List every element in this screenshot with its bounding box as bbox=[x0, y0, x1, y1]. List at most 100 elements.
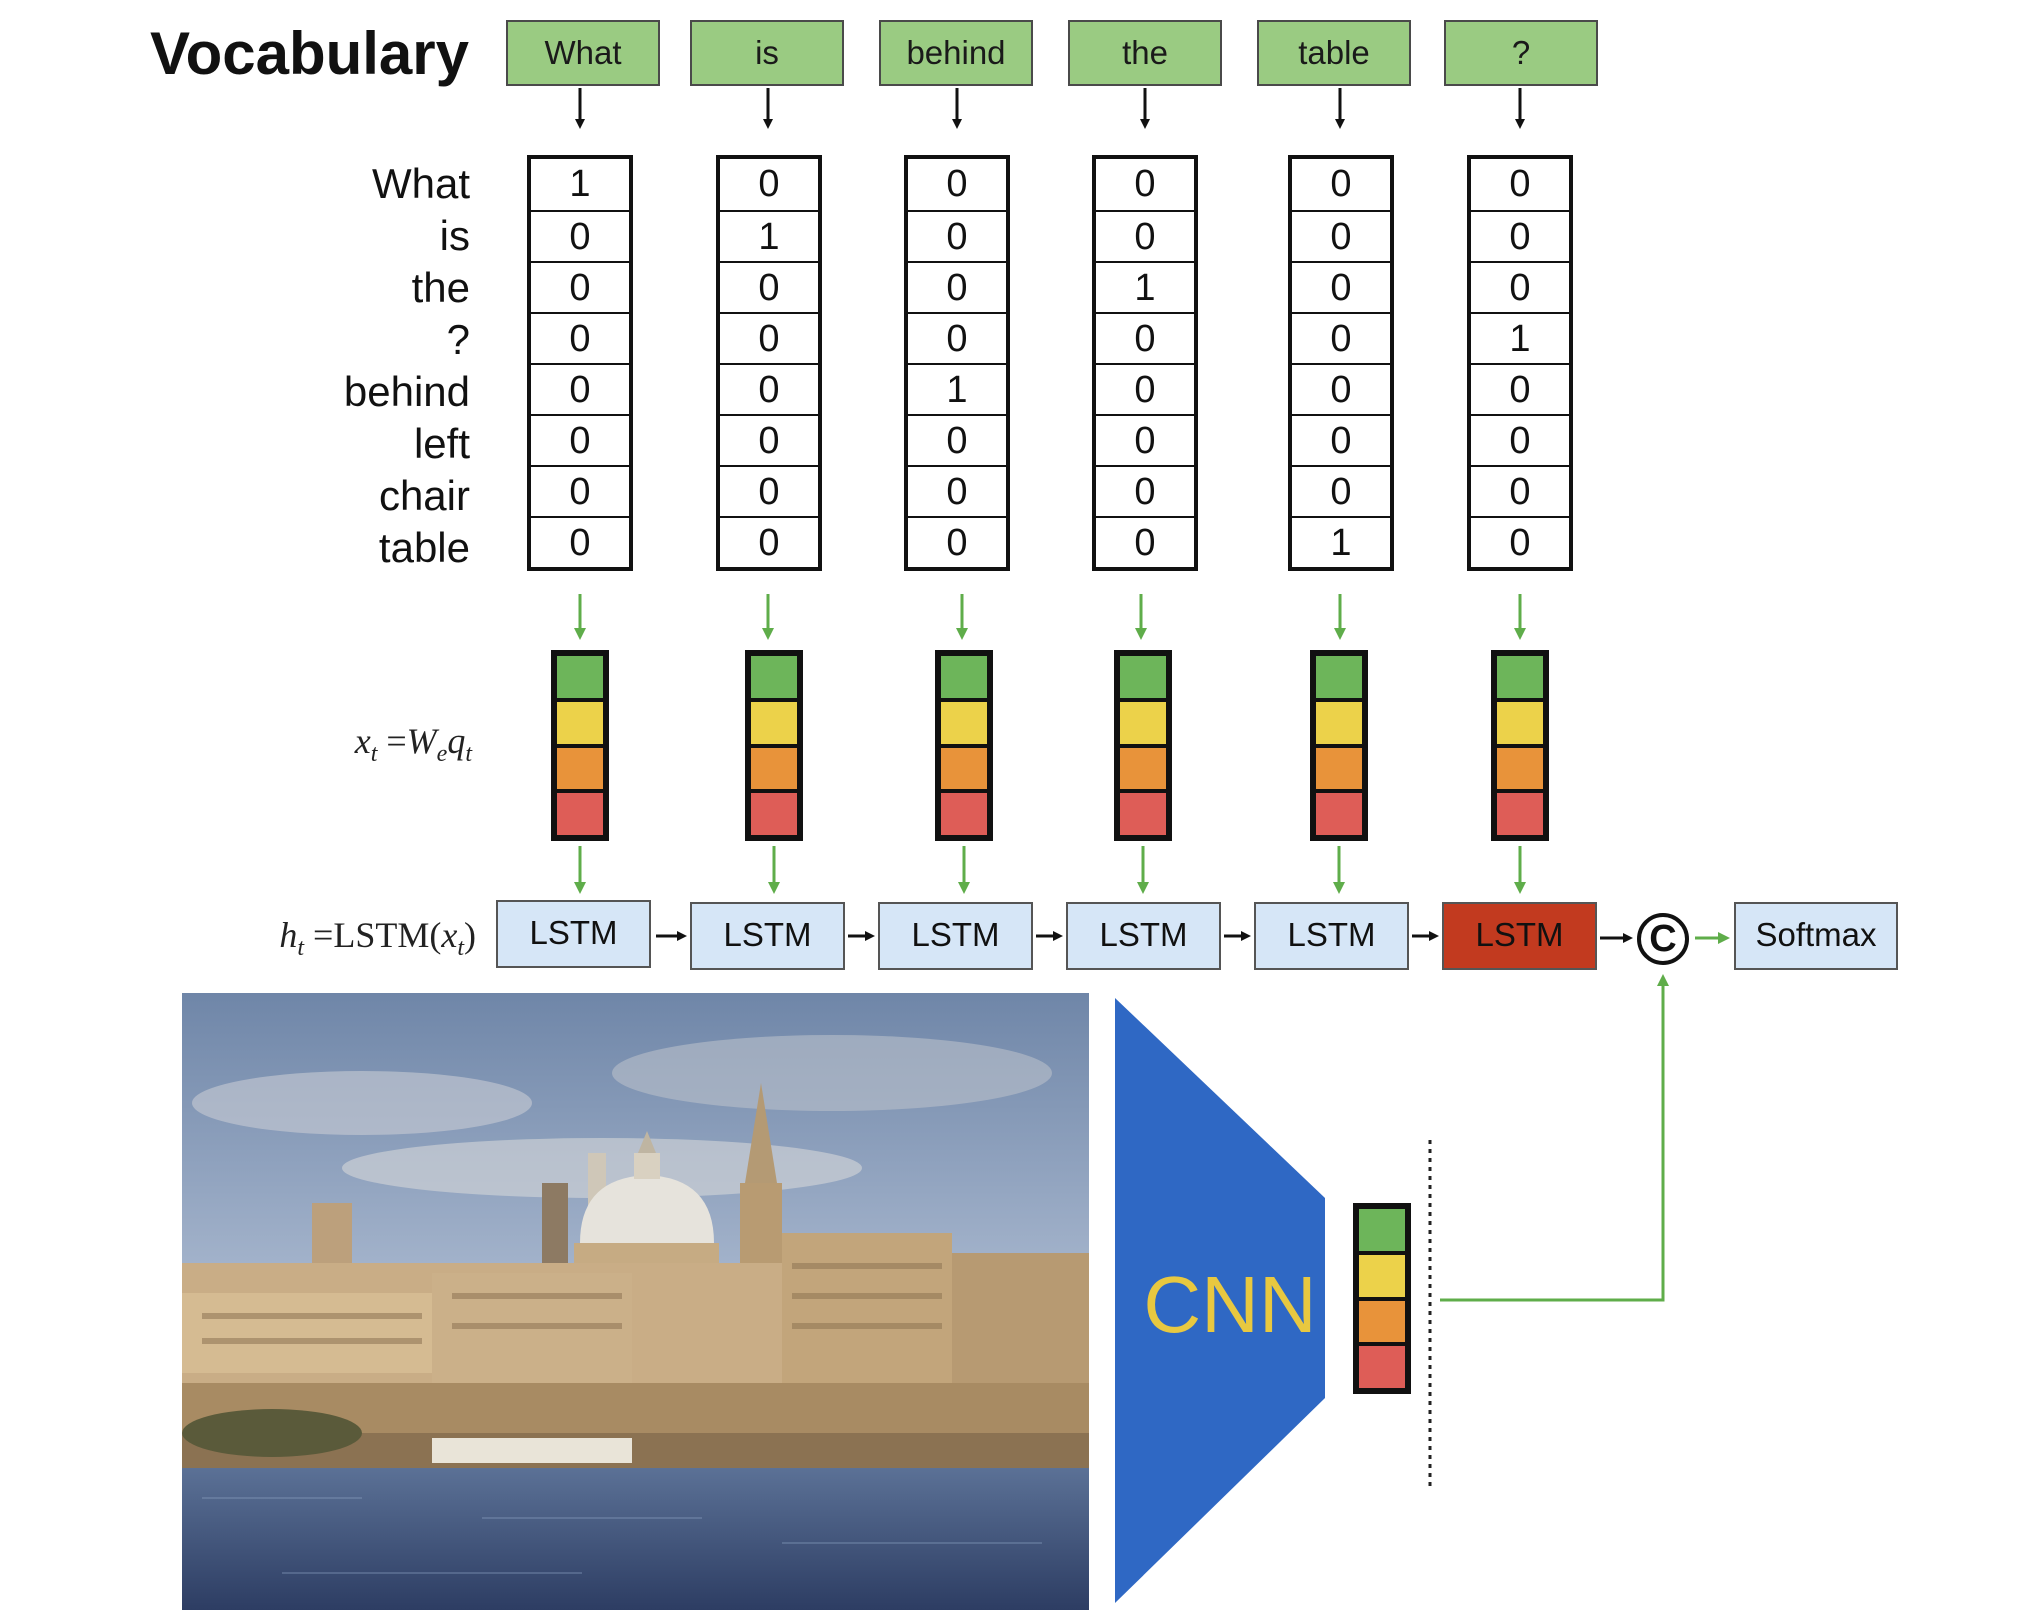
question-word-box: table bbox=[1257, 20, 1411, 86]
embedding-segment bbox=[941, 793, 987, 835]
embedding-segment bbox=[1316, 701, 1362, 744]
embedding-formula: xt =Weqt bbox=[354, 721, 472, 768]
one-hot-cell: 0 bbox=[720, 363, 818, 414]
lstm-formula: ht =LSTM(xt) bbox=[279, 915, 476, 962]
embedding-vector bbox=[1114, 650, 1172, 841]
lstm-cell: LSTM bbox=[690, 902, 845, 970]
embedding-vector bbox=[745, 650, 803, 841]
lstm-cell: LSTM bbox=[878, 902, 1033, 970]
one-hot-cell: 0 bbox=[1330, 163, 1352, 205]
concatenation-icon: C bbox=[1637, 913, 1689, 965]
diagram-title: Vocabulary bbox=[150, 20, 470, 87]
one-hot-cell: 0 bbox=[720, 516, 818, 567]
embedding-segment bbox=[1497, 656, 1543, 698]
vocab-label: ? bbox=[446, 316, 470, 363]
embedding-segment bbox=[1497, 793, 1543, 835]
one-hot-cell: 0 bbox=[908, 516, 1006, 567]
embedding-segment bbox=[557, 747, 603, 790]
feature-divider bbox=[1428, 1140, 1432, 1490]
embedding-segment bbox=[1497, 701, 1543, 744]
embedding-segment bbox=[1120, 656, 1166, 698]
lstm-cell: LSTM bbox=[1254, 902, 1409, 970]
word-to-onehot-arrows bbox=[575, 88, 1525, 129]
embedding-segment bbox=[557, 656, 603, 698]
one-hot-cell: 0 bbox=[531, 210, 629, 261]
softmax-box: Softmax bbox=[1734, 902, 1898, 970]
image-feature-vector bbox=[1353, 1203, 1411, 1394]
question-word-box: the bbox=[1068, 20, 1222, 86]
embedding-segment bbox=[1120, 701, 1166, 744]
embedding-segment bbox=[557, 793, 603, 835]
embedding-segment bbox=[941, 701, 987, 744]
one-hot-cell: 0 bbox=[531, 312, 629, 363]
question-word-box: behind bbox=[879, 20, 1033, 86]
one-hot-cell: 1 bbox=[569, 163, 591, 205]
lstm-cell: LSTM bbox=[1066, 902, 1221, 970]
one-hot-cell: 0 bbox=[531, 465, 629, 516]
one-hot-cell: 0 bbox=[531, 363, 629, 414]
one-hot-cell: 0 bbox=[1292, 312, 1390, 363]
one-hot-cell: 0 bbox=[1471, 210, 1569, 261]
embedding-segment bbox=[1359, 1346, 1405, 1388]
one-hot-cell: 0 bbox=[1509, 163, 1531, 205]
one-hot-cell: 0 bbox=[908, 210, 1006, 261]
one-hot-cell: 0 bbox=[1096, 363, 1194, 414]
one-hot-cell: 0 bbox=[1471, 414, 1569, 465]
one-hot-cell: 0 bbox=[758, 163, 780, 205]
one-hot-cell: 1 bbox=[1292, 516, 1390, 567]
embedding-segment bbox=[751, 747, 797, 790]
one-hot-cell: 0 bbox=[908, 465, 1006, 516]
one-hot-cell: 0 bbox=[1471, 516, 1569, 567]
one-hot-cell: 0 bbox=[908, 414, 1006, 465]
one-hot-cell: 0 bbox=[908, 261, 1006, 312]
embedding-segment bbox=[751, 701, 797, 744]
one-hot-cell: 0 bbox=[1096, 414, 1194, 465]
one-hot-cell: 1 bbox=[720, 210, 818, 261]
embedding-segment bbox=[1316, 656, 1362, 698]
one-hot-cell: 0 bbox=[1292, 465, 1390, 516]
embedding-vector bbox=[1491, 650, 1549, 841]
one-hot-cell: 0 bbox=[1096, 465, 1194, 516]
lstm-cell-final: LSTM bbox=[1442, 902, 1597, 970]
one-hot-cell: 1 bbox=[1471, 312, 1569, 363]
embedding-segment bbox=[941, 656, 987, 698]
vocab-label: table bbox=[378, 524, 470, 571]
one-hot-cell: 0 bbox=[1292, 414, 1390, 465]
embedding-segment bbox=[751, 656, 797, 698]
embedding-segment bbox=[1120, 793, 1166, 835]
input-image bbox=[182, 993, 1089, 1610]
question-word-box: What bbox=[506, 20, 660, 86]
vocab-label: is bbox=[439, 212, 470, 259]
question-word-box: ? bbox=[1444, 20, 1598, 86]
embedding-segment bbox=[1359, 1254, 1405, 1297]
embedding-segment bbox=[557, 701, 603, 744]
vocab-label: the bbox=[411, 264, 470, 311]
embedding-segment bbox=[1316, 793, 1362, 835]
one-hot-cell: 0 bbox=[720, 414, 818, 465]
one-hot-cell: 0 bbox=[1096, 312, 1194, 363]
one-hot-cell: 0 bbox=[531, 516, 629, 567]
lstm-chain-arrows bbox=[656, 931, 1633, 943]
onehot-to-embedding-arrows bbox=[574, 594, 1526, 640]
embedding-segment bbox=[941, 747, 987, 790]
one-hot-cell: 0 bbox=[1471, 465, 1569, 516]
one-hot-cell: 0 bbox=[720, 465, 818, 516]
one-hot-cell: 0 bbox=[531, 261, 629, 312]
one-hot-cell: 0 bbox=[1292, 210, 1390, 261]
embedding-segment bbox=[1316, 747, 1362, 790]
one-hot-cell: 0 bbox=[1471, 363, 1569, 414]
vocab-label: left bbox=[413, 420, 470, 467]
one-hot-cell: 0 bbox=[1096, 210, 1194, 261]
one-hot-cell: 0 bbox=[1292, 261, 1390, 312]
one-hot-cell: 0 bbox=[1292, 363, 1390, 414]
one-hot-cell: 0 bbox=[720, 312, 818, 363]
embedding-segment bbox=[751, 793, 797, 835]
image-features-to-concat-arrow bbox=[1440, 974, 1669, 1302]
embedding-vector bbox=[551, 650, 609, 841]
lstm-cell: LSTM bbox=[496, 900, 651, 968]
cnn-label: CNN bbox=[1143, 1260, 1317, 1349]
